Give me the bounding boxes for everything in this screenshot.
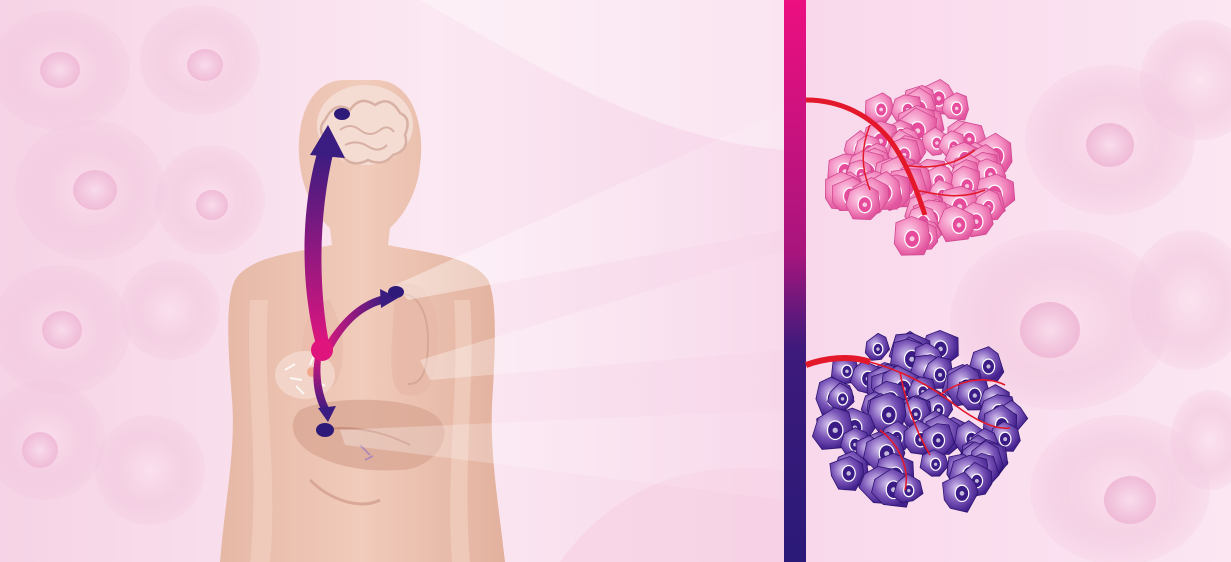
right-panel [806, 0, 1231, 562]
divider-bar [784, 0, 806, 562]
brain-metastasis-dot [334, 108, 350, 120]
liver-metastasis-dot [316, 423, 334, 437]
lung-metastasis-dot [388, 286, 404, 298]
tumor-cell [894, 217, 930, 256]
primary-tumor-marker [311, 339, 333, 361]
